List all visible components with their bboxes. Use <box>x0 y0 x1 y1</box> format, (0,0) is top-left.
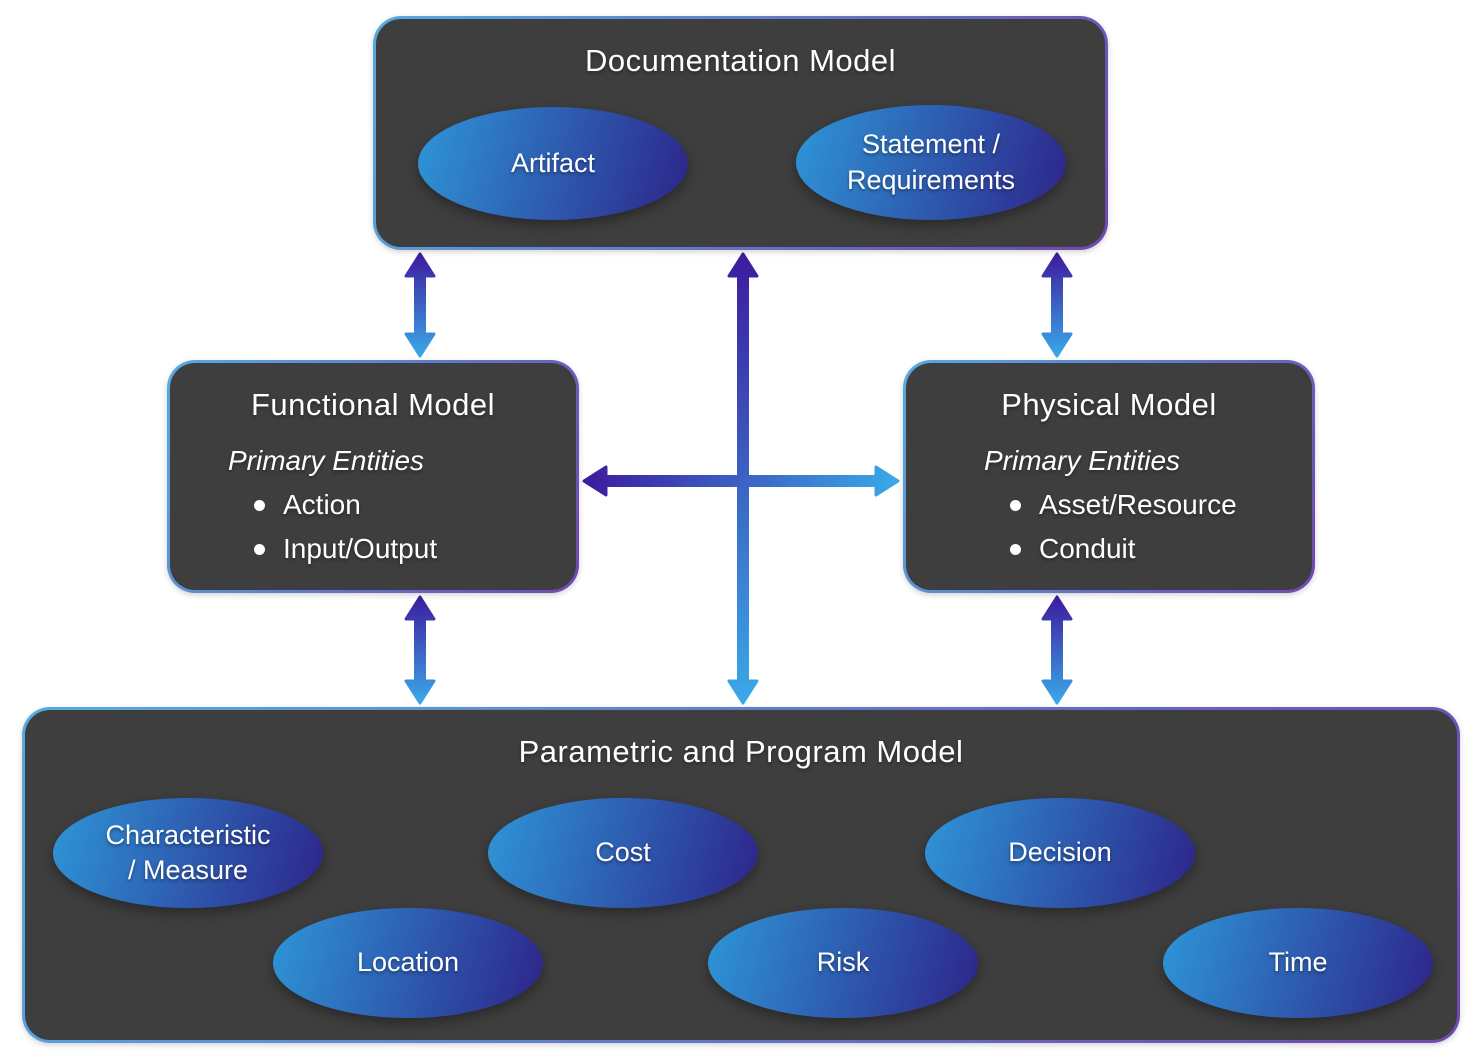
ellipse-characteristic-line1: Characteristic <box>105 819 271 850</box>
ellipse-risk: Risk <box>708 908 978 1018</box>
documentation-model-box: Documentation Model Artifact Statement /… <box>373 16 1108 250</box>
ellipse-characteristic-measure: Characteristic / Measure <box>53 798 323 908</box>
ellipse-artifact: Artifact <box>418 107 688 220</box>
functional-bullet-input-output: Input/Output <box>283 533 438 564</box>
functional-bullet-action: Action <box>283 489 361 520</box>
ellipse-location: Location <box>273 908 543 1018</box>
physical-bullet-conduit: Conduit <box>1039 533 1136 564</box>
bullet-icon <box>1010 499 1021 511</box>
bullet-icon <box>254 543 265 555</box>
ellipse-artifact-label: Artifact <box>510 147 596 178</box>
functional-model-box: Functional Model Primary Entities Action… <box>167 360 579 593</box>
ellipse-cost-label: Cost <box>595 837 651 868</box>
parametric-model-box: Parametric and Program Model Characteris… <box>22 707 1460 1043</box>
ellipse-risk-label: Risk <box>816 947 870 978</box>
arrow-functional-parametric <box>404 595 436 705</box>
physical-model-panel: Physical Model Primary Entities Asset/Re… <box>906 363 1312 590</box>
documentation-model-panel: Documentation Model Artifact Statement /… <box>376 19 1105 247</box>
ellipse-time: Time <box>1163 908 1433 1018</box>
functional-model-panel: Functional Model Primary Entities Action… <box>170 363 576 590</box>
arrow-documentation-functional <box>404 252 436 358</box>
ellipse-statement-requirements-line1: Statement / <box>861 129 1001 160</box>
parametric-model-panel: Parametric and Program Model Characteris… <box>25 710 1457 1040</box>
physical-bullet-asset-resource: Asset/Resource <box>1039 489 1237 520</box>
ellipse-decision-label: Decision <box>1008 837 1112 868</box>
ellipse-cost: Cost <box>488 798 758 908</box>
ellipse-location-label: Location <box>356 947 460 978</box>
ellipse-statement-requirements: Statement / Requirements <box>796 105 1066 220</box>
ellipse-time-label: Time <box>1268 947 1328 978</box>
physical-model-box: Physical Model Primary Entities Asset/Re… <box>903 360 1315 593</box>
functional-model-subtitle: Primary Entities <box>228 445 425 476</box>
bullet-icon <box>1010 543 1021 555</box>
documentation-model-title: Documentation Model <box>584 43 897 78</box>
ellipse-characteristic-line2: / Measure <box>127 855 249 885</box>
ellipse-statement-requirements-line2: Requirements <box>846 164 1016 195</box>
bullet-icon <box>254 499 265 511</box>
ellipse-decision: Decision <box>925 798 1195 908</box>
physical-model-title: Physical Model <box>1001 387 1217 422</box>
arrow-physical-parametric <box>1041 595 1073 705</box>
functional-model-title: Functional Model <box>250 387 496 422</box>
arrow-documentation-physical <box>1041 252 1073 358</box>
parametric-model-title: Parametric and Program Model <box>518 734 964 769</box>
physical-model-subtitle: Primary Entities <box>984 445 1181 476</box>
arrow-functional-physical <box>582 465 900 497</box>
